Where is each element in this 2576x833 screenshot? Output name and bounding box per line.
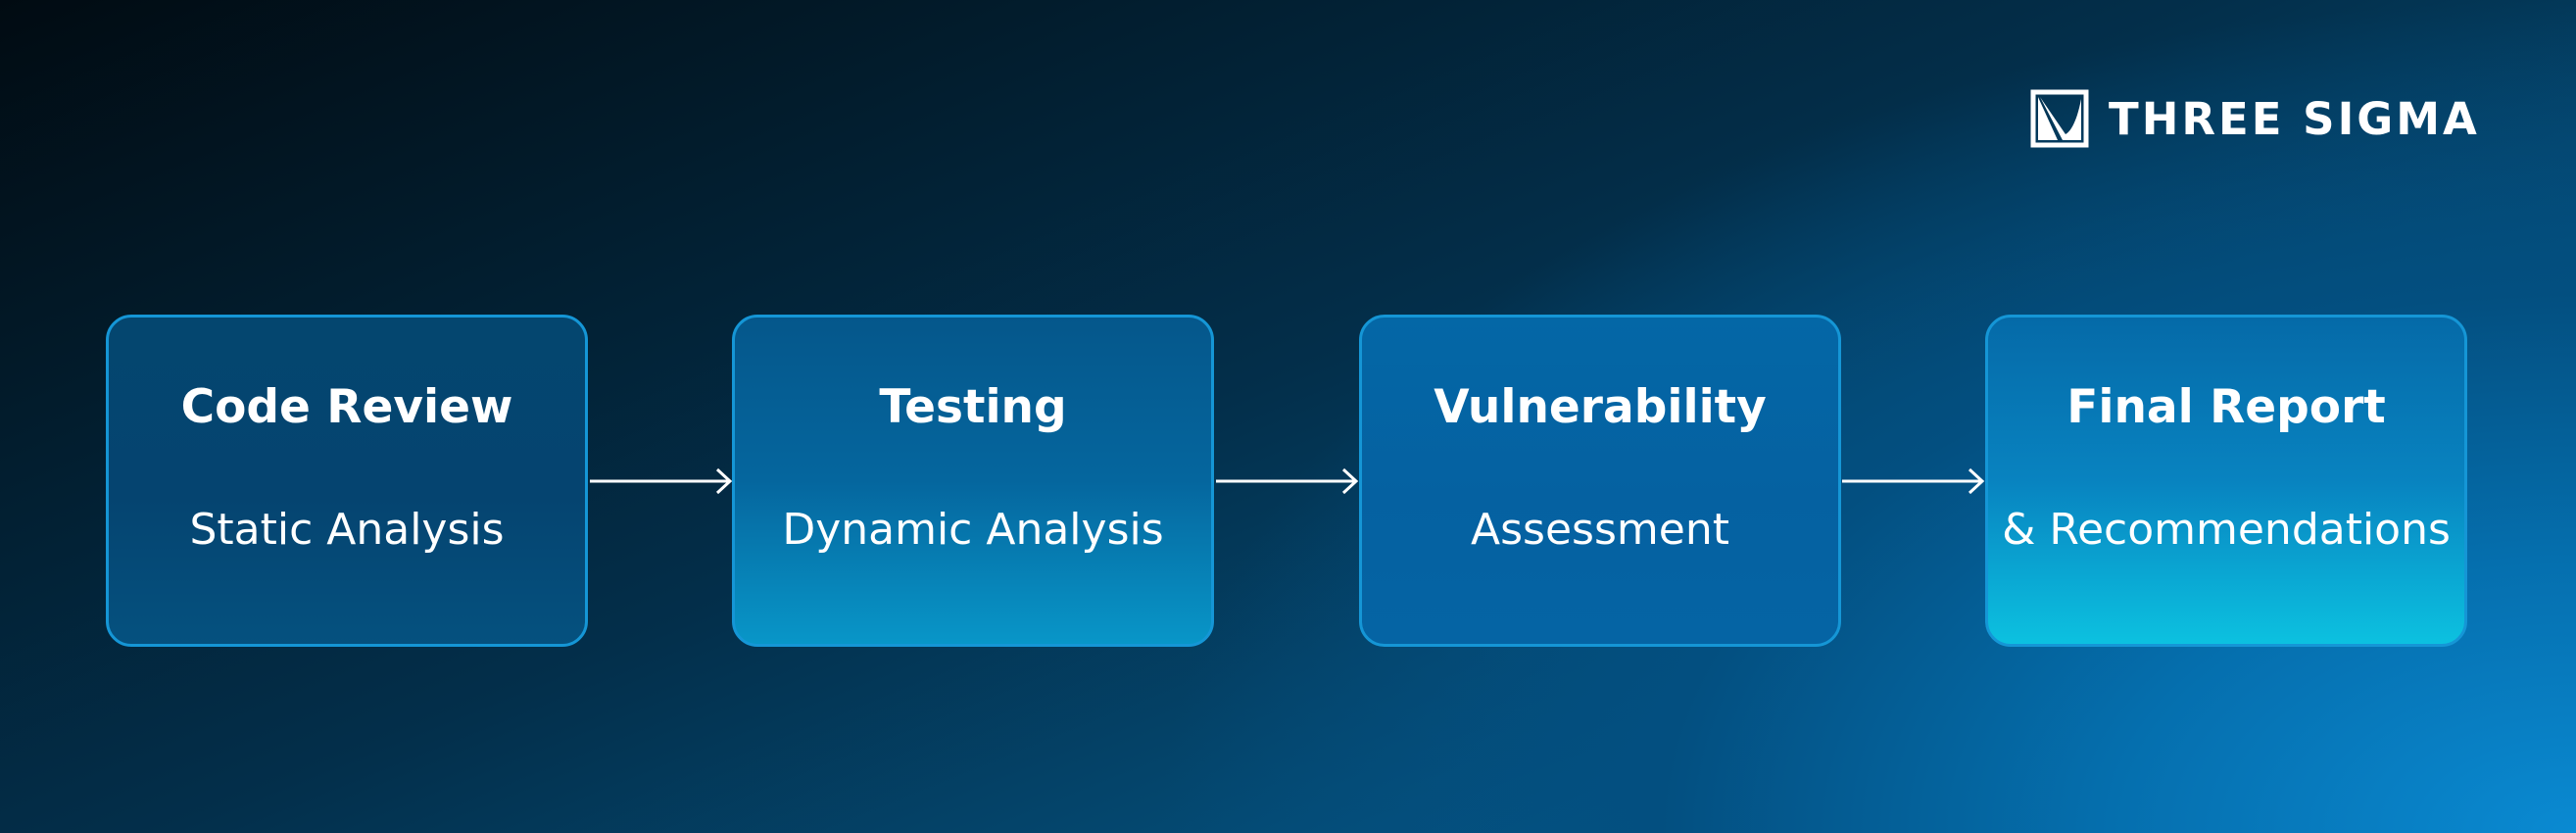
three-sigma-mark-icon (2030, 89, 2089, 148)
step-title: Vulnerability (1434, 380, 1767, 434)
step-box-testing: Testing Dynamic Analysis (732, 315, 1214, 647)
step-box-code-review: Code Review Static Analysis (106, 315, 588, 647)
step-title: Code Review (180, 380, 513, 434)
step-box-vulnerability: Vulnerability Assessment (1359, 315, 1841, 647)
step-title: Testing (879, 380, 1067, 434)
step-subtitle: Assessment (1471, 505, 1729, 555)
brand-logo: THREE SIGMA (2030, 88, 2480, 149)
step-subtitle: Dynamic Analysis (782, 505, 1164, 555)
step-title: Final Report (2066, 380, 2386, 434)
step-subtitle: & Recommendations (2002, 505, 2451, 555)
arrow-right-icon (1216, 467, 1359, 495)
brand-name: THREE SIGMA (2109, 92, 2480, 145)
arrow-right-icon (590, 467, 733, 495)
arrow-right-icon (1842, 467, 1985, 495)
step-box-final-report: Final Report & Recommendations (1985, 315, 2467, 647)
step-subtitle: Static Analysis (189, 505, 505, 555)
